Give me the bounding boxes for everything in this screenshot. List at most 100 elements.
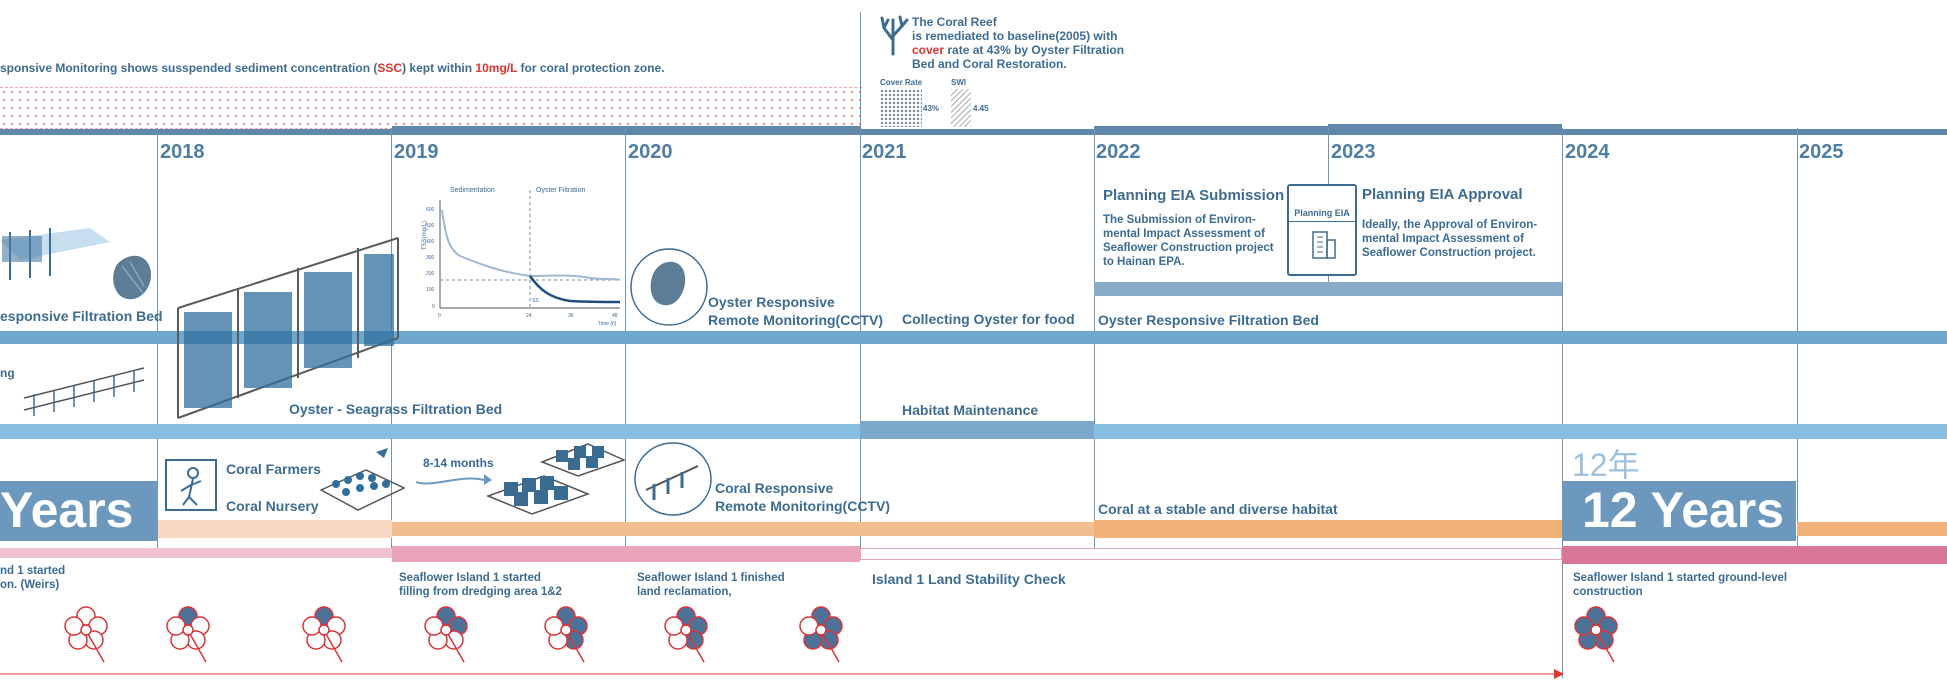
- year-2019: 2019: [394, 141, 439, 163]
- coral-band-2025: [1797, 522, 1947, 536]
- coral-band-2018: [157, 520, 392, 538]
- island-flower-2: [166, 606, 210, 663]
- farmer-icon: [180, 467, 202, 506]
- timeline-top-bar: [0, 129, 1947, 135]
- island-band-mid: [392, 546, 860, 562]
- coral-monitoring-line1: Coral Responsive: [715, 480, 834, 496]
- island-note-filling-line1: Seaflower Island 1 started: [399, 572, 541, 584]
- mini-chart-right-title: Oyster Filtration: [536, 187, 586, 194]
- top-note-suffix: for coral protection zone.: [517, 61, 665, 75]
- years-right-label: 12 Years: [1582, 482, 1785, 538]
- island-note-ground-line1: Seaflower Island 1 started ground-level: [1573, 572, 1788, 584]
- top-note-middle: ) kept within: [402, 61, 476, 75]
- island-flower-7: [799, 606, 843, 663]
- coral-frame-grown-2: [539, 443, 627, 477]
- building-icon: [1312, 231, 1336, 259]
- coral-nursery-frame: [319, 448, 406, 511]
- planning-eia-icon: Planning EIA: [1287, 184, 1357, 276]
- ssc-mini-chart: Sedimentation Oyster Filtration TSS(mg/L…: [422, 187, 621, 327]
- filtration-bed-illustration: [0, 228, 110, 280]
- island-band-right: [1562, 546, 1947, 564]
- coral-icon: [880, 15, 909, 56]
- nian-label: 12年: [1572, 447, 1640, 483]
- coral-frame-grown-1: [485, 475, 591, 515]
- island-note-finished-line1: Seaflower Island 1 finished: [637, 572, 785, 584]
- cover-highlight: cover: [912, 43, 945, 57]
- coral-note-line1: The Coral Reef: [912, 15, 997, 29]
- collecting-oyster-label: Collecting Oyster for food: [902, 311, 1075, 327]
- mini-chart-xtick-0: 0: [438, 313, 441, 319]
- coral-farmer-icon: [165, 459, 217, 511]
- eia-approval-line2: mental Impact Assessment of: [1362, 233, 1524, 245]
- mini-chart-ylabel: TSS(mg/L): [422, 221, 428, 250]
- eia-submission-line3: Seaflower Construction project: [1103, 242, 1274, 254]
- planning-eia-icon-label: Planning EIA: [1289, 208, 1355, 222]
- oyster-shell-icon: [113, 255, 152, 300]
- growth-arrow: [415, 474, 492, 485]
- island-band-left: [0, 548, 392, 558]
- ssc-dotted-band: [0, 87, 862, 129]
- mini-chart-ytick-200: 200: [426, 271, 435, 277]
- mini-chart-xlabel: Time (h): [598, 321, 617, 327]
- coral-band-stable: [1094, 520, 1562, 538]
- mini-chart-sedimentation-line: [441, 209, 621, 281]
- years-right-box: 12 Years: [1562, 481, 1796, 541]
- grid-line-2024: [1562, 128, 1563, 678]
- eia-submission-title: Planning EIA Submission: [1103, 187, 1285, 204]
- island-note-ground: Seaflower Island 1 started ground-level …: [1573, 571, 1787, 599]
- island-note-finished: Seaflower Island 1 finished land reclama…: [637, 571, 785, 599]
- island-flower-4: [424, 606, 468, 663]
- eia-submission-text: The Submission of Environ- mental Impact…: [1103, 213, 1274, 269]
- coral-nursery-label: Coral Nursery: [226, 498, 319, 514]
- island-note-finished-line2: land reclamation,: [637, 586, 732, 598]
- mini-chart-ytick-400: 400: [426, 239, 435, 245]
- mini-chart-ytick-500: 500: [426, 223, 435, 229]
- seagrass-bed-label: Oyster - Seagrass Filtration Bed: [289, 401, 503, 417]
- coral-note-line2: is remediated to baseline(2005) with: [912, 29, 1118, 43]
- oyster-monitoring-line1: Oyster Responsive: [708, 294, 835, 310]
- timeline-top-bar-raise-3: [1328, 124, 1562, 130]
- coral-farmers-label: Coral Farmers: [226, 461, 321, 477]
- mini-chart-xtick-24: 24: [526, 313, 532, 319]
- coral-monitor-icon: [634, 442, 712, 516]
- island-flower-5: [544, 606, 588, 663]
- mini-chart-xtick-36: 36: [568, 313, 574, 319]
- mini-chart-marker: SS: [532, 298, 539, 304]
- island-note-ground-line2: construction: [1573, 586, 1643, 598]
- coral-note-line3-rest: rate at 43% by Oyster Filtration: [944, 43, 1125, 57]
- cover-rate-label: Cover Rate: [880, 78, 923, 87]
- timeline-top-bar-raise-2: [1094, 126, 1328, 130]
- swi-label: SWI: [951, 78, 967, 87]
- cover-rate-swatch: [880, 89, 922, 127]
- grid-line-2021: [860, 12, 861, 556]
- habitat-maintenance-band: [860, 421, 1094, 439]
- year-2021: 2021: [862, 141, 907, 163]
- swi-value: 4.45: [973, 104, 989, 113]
- land-check-label: Island 1 Land Stability Check: [872, 571, 1066, 587]
- months-label: 8-14 months: [423, 456, 494, 470]
- coral-reef-note: The Coral Reef is remediated to baseline…: [912, 15, 1124, 71]
- mini-chart-filtration-line: [528, 275, 621, 304]
- year-2024: 2024: [1565, 141, 1610, 163]
- year-2018: 2018: [160, 141, 205, 163]
- mini-chart-ytick-100: 100: [426, 287, 435, 293]
- filtration-bed-left-label: esponsive Filtration Bed: [0, 308, 163, 324]
- eia-submission-line4: to Hainan EPA.: [1103, 256, 1185, 268]
- island-flower-8: [1574, 606, 1618, 663]
- island-band-outline: [860, 548, 1562, 560]
- coral-note-line4: Bed and Coral Restoration.: [912, 57, 1067, 71]
- coral-band-mid: [392, 522, 1094, 536]
- year-2025: 2025: [1799, 141, 1844, 163]
- eia-approval-text: Ideally, the Approval of Environ- mental…: [1362, 218, 1537, 260]
- mini-chart-xtick-48: 48: [612, 313, 618, 319]
- coral-stable-label: Coral at a stable and diverse habitat: [1098, 501, 1338, 517]
- filtration-bed-right-label: Oyster Responsive Filtration Bed: [1098, 312, 1319, 328]
- island-flower-6: [664, 606, 708, 663]
- coral-monitoring-line2: Remote Monitoring(CCTV): [715, 498, 890, 514]
- top-note-prefix: sponsive Monitoring shows susspended sed…: [0, 61, 378, 75]
- island-flower-3: [302, 606, 346, 663]
- mini-chart-ytick-300: 300: [426, 255, 435, 261]
- year-2023: 2023: [1331, 141, 1376, 163]
- top-monitoring-note: sponsive Monitoring shows susspended sed…: [0, 61, 665, 75]
- mini-chart-ytick-600: 600: [426, 207, 435, 213]
